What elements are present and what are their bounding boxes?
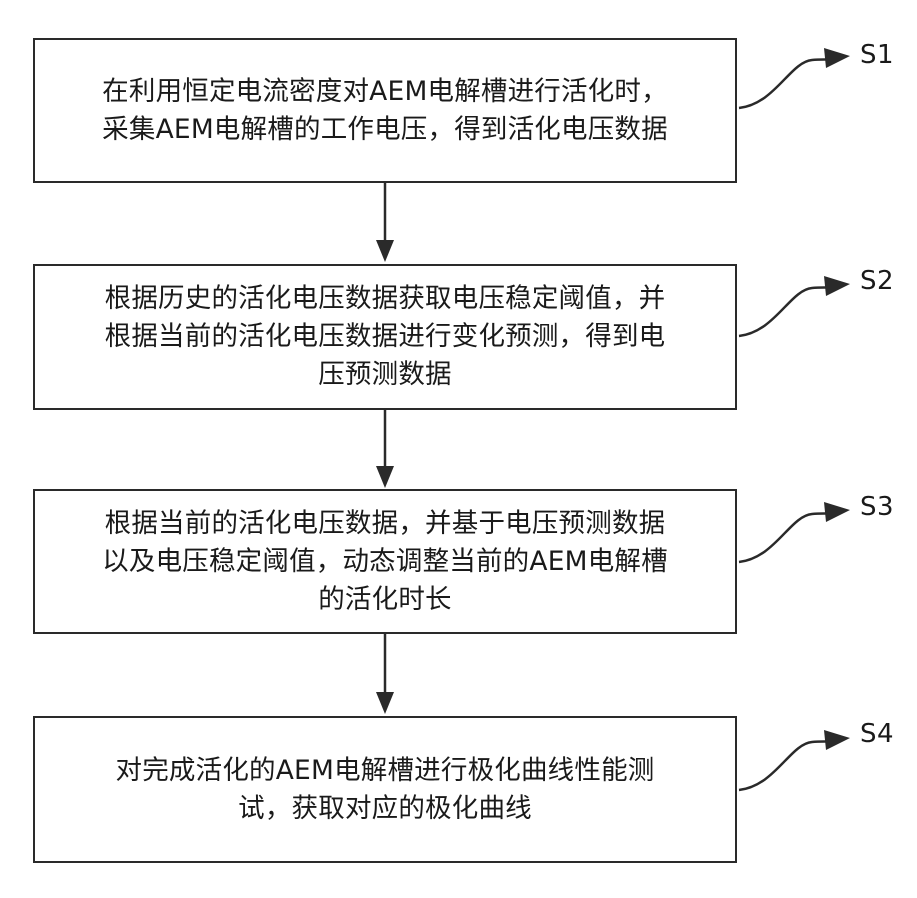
step-text-s2: 根据历史的活化电压数据获取电压稳定阈值，并 根据当前的活化电压数据进行变化预测，… <box>91 280 680 394</box>
step-box-s2: 根据历史的活化电压数据获取电压稳定阈值，并 根据当前的活化电压数据进行变化预测，… <box>33 264 737 410</box>
leader-arrow-s4 <box>739 730 850 790</box>
leader-arrow-s1 <box>739 48 850 108</box>
step-text-s1: 在利用恒定电流密度对AEM电解槽进行活化时， 采集AEM电解槽的工作电压，得到活… <box>88 73 682 149</box>
step-box-s4: 对完成活化的AEM电解槽进行极化曲线性能测 试，获取对应的极化曲线 <box>33 716 737 863</box>
leader-arrow-s3 <box>739 502 850 562</box>
step-text-s4: 对完成活化的AEM电解槽进行极化曲线性能测 试，获取对应的极化曲线 <box>102 752 669 828</box>
flow-arrow-s3-s4 <box>376 634 394 714</box>
step-label-s1: S1 <box>860 40 894 70</box>
step-box-s3: 根据当前的活化电压数据，并基于电压预测数据 以及电压稳定阈值，动态调整当前的AE… <box>33 489 737 634</box>
step-label-s4: S4 <box>860 719 894 749</box>
step-label-s2: S2 <box>860 266 894 296</box>
leader-arrow-s2 <box>739 276 850 336</box>
step-text-s3: 根据当前的活化电压数据，并基于电压预测数据 以及电压稳定阈值，动态调整当前的AE… <box>88 505 682 619</box>
flow-arrow-s1-s2 <box>376 183 394 262</box>
step-box-s1: 在利用恒定电流密度对AEM电解槽进行活化时， 采集AEM电解槽的工作电压，得到活… <box>33 38 737 183</box>
step-label-s3: S3 <box>860 492 894 522</box>
flow-arrow-s2-s3 <box>376 410 394 488</box>
